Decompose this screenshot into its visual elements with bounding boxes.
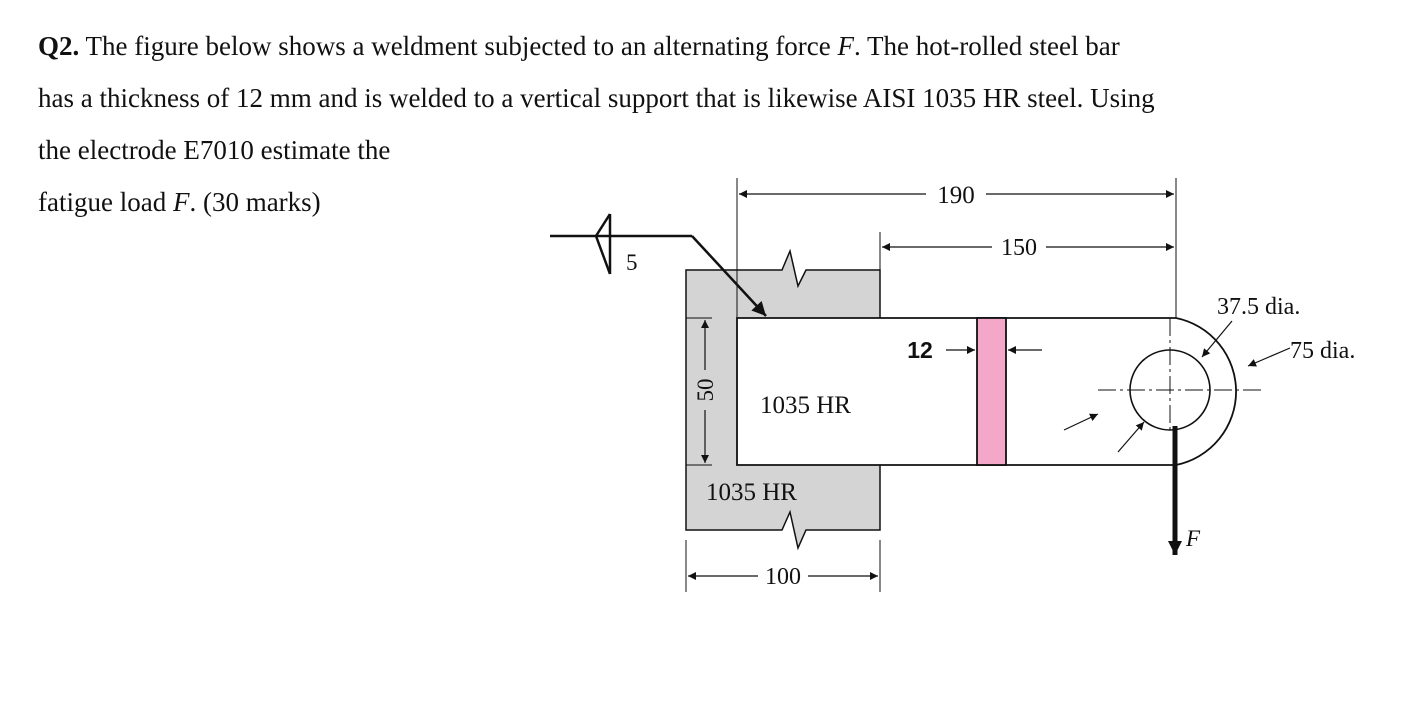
question-text-1a: The figure below shows a weldment subjec… (79, 31, 838, 61)
hole-diameter-arrow-in (1117, 421, 1145, 453)
question-line-2: has a thickness of 12 mm and is welded t… (38, 83, 1155, 113)
question-text-4a: fatigue load (38, 187, 173, 217)
extension-lines (685, 178, 1177, 592)
question-text-1b: . The hot-rolled steel bar (854, 31, 1120, 61)
thickness-12-label: 12 (907, 337, 933, 363)
dimension-50-label: 50 (693, 379, 718, 402)
force-label: F (1185, 526, 1201, 551)
dimension-190-label: 190 (937, 182, 975, 209)
bar-thickness-section (976, 317, 1007, 466)
dimension-100-label: 100 (765, 564, 801, 590)
hole-diameter-leader (1201, 320, 1233, 358)
question-text-4b: . (30 marks) (189, 187, 321, 217)
weld-size-label: 5 (626, 250, 638, 275)
weld-symbol (550, 213, 767, 317)
question-line-3: the electrode E7010 estimate the (38, 135, 391, 165)
question-line-4: fatigue load F. (30 marks) (38, 186, 321, 218)
question-line-1: Q2. The figure below shows a weldment su… (38, 30, 1120, 62)
hole-diameter-label: 37.5 dia. (1217, 294, 1300, 320)
support-material-label: 1035 HR (706, 479, 797, 506)
dimension-150-label: 150 (1001, 235, 1037, 261)
center-lines (1098, 318, 1262, 430)
force-variable-2: F (172, 187, 190, 217)
outer-diameter-arrow-in (1063, 413, 1099, 431)
question-label: Q2. (38, 31, 80, 61)
force-variable: F (837, 31, 855, 61)
bar-material-label: 1035 HR (760, 392, 851, 419)
outer-diameter-leader (1247, 347, 1291, 367)
outer-diameter-label: 75 dia. (1290, 338, 1355, 364)
